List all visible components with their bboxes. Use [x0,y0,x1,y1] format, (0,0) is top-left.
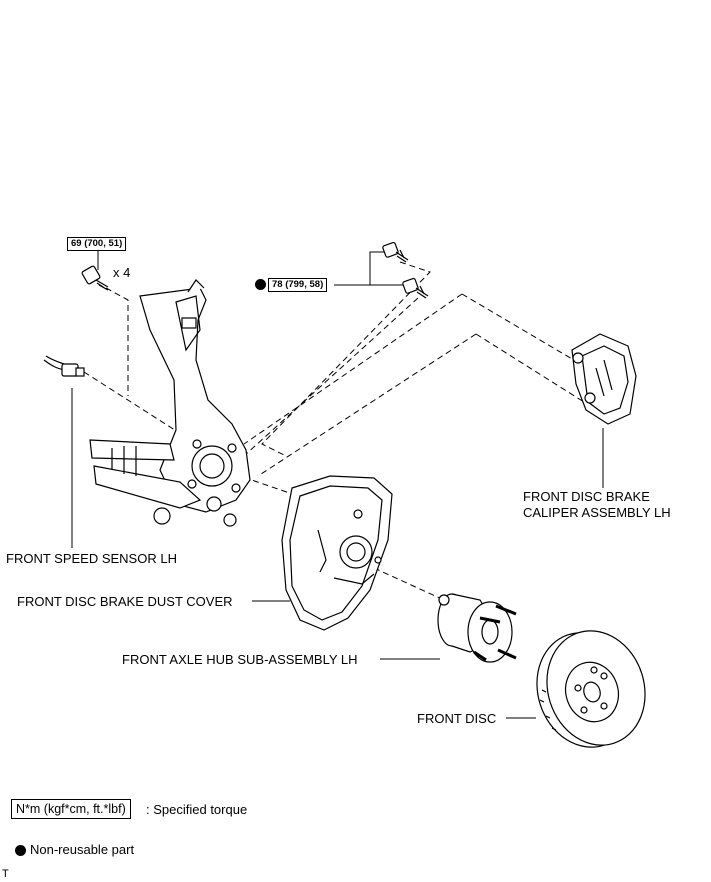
legend-torque-unit: N*m (kgf*cm, ft.*lbf) [11,799,131,819]
axle-hub-drawing [437,593,517,663]
legend-non-reusable-description: Non-reusable part [30,842,135,857]
leader-lines [71,250,604,719]
caliper-label-line1: FRONT DISC BRAKE [523,489,650,504]
corner-mark: T [2,868,9,880]
speed-sensor-drawing [43,355,85,377]
caliper-drawing [571,333,637,425]
knuckle-bolt-drawing-lower [402,277,429,299]
knuckle-bolt-drawing-upper [382,241,409,263]
speed-sensor-label: FRONT SPEED SENSOR LH [6,551,177,566]
dust-cover-drawing [281,475,393,631]
caliper-bolt-drawing [81,265,109,291]
caliper-bolt-torque-label: 69 (700, 51) [67,237,127,251]
legend-torque-description: : Specified torque [146,802,248,817]
caliper-label-line2: CALIPER ASSEMBLY LH [523,505,671,520]
lower-arm-drawing [89,439,237,527]
disc-label: FRONT DISC [417,711,497,726]
legend-non-reusable-dot [15,845,26,856]
knuckle-bolt-torque-label: 78 (799, 58) [268,278,328,292]
brake-disc-drawing [536,630,646,748]
caliper-bolt-quantity: x 4 [113,265,131,280]
caliper-label: FRONT DISC BRAKE CALIPER ASSEMBLY LH [523,489,671,521]
non-reusable-marker [255,279,266,290]
dust-cover-label: FRONT DISC BRAKE DUST COVER [17,594,233,609]
axle-hub-label: FRONT AXLE HUB SUB-ASSEMBLY LH [122,652,358,667]
